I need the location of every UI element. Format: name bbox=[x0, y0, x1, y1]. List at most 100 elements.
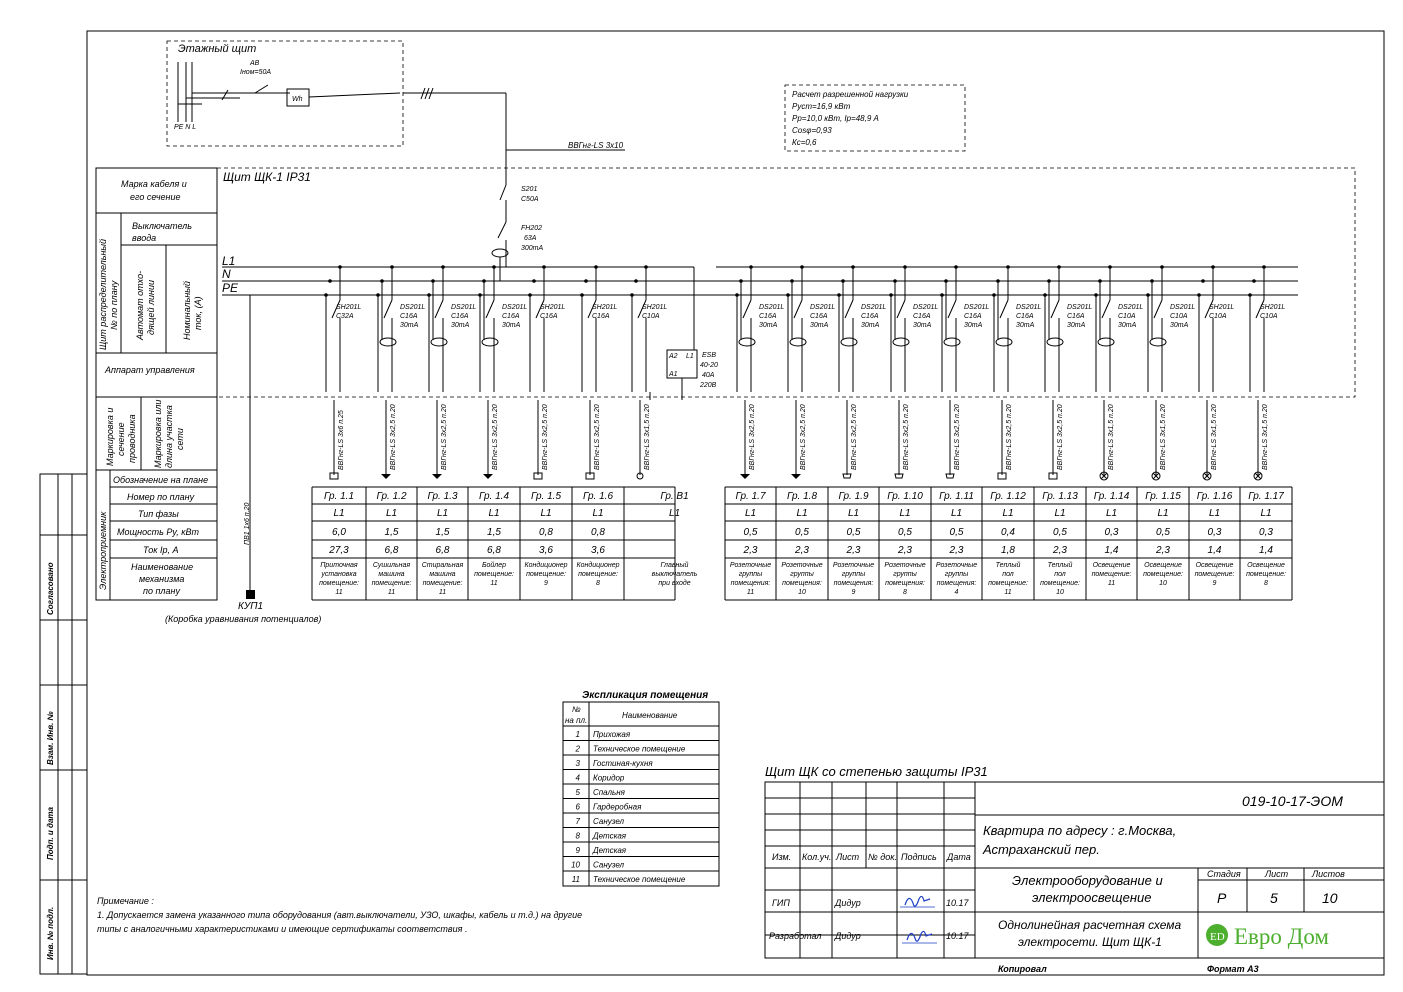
load-calculation-box: Расчет разрешенной нагрузки Руст=16,9 кВ… bbox=[784, 84, 966, 152]
legend-dist-2: № по плану bbox=[109, 280, 119, 330]
device-label: C16A bbox=[861, 313, 879, 320]
device-label: C16A bbox=[913, 313, 931, 320]
cell-value: 0,5 bbox=[795, 527, 809, 538]
legend-outgoing-1: Автомат отхо- bbox=[135, 271, 145, 341]
rcd-icon bbox=[379, 337, 397, 347]
legend-rated-2: ток, (А) bbox=[193, 296, 203, 330]
breaker-label: АВ bbox=[249, 60, 260, 67]
device-label: DS201L bbox=[810, 304, 835, 311]
load-calc-design: Рр=10,0 кВт, Iр=48,9 А bbox=[792, 114, 879, 123]
logo-mark: ED bbox=[1210, 931, 1225, 943]
stamp-dev-name: Дидур bbox=[834, 931, 861, 941]
cell-value: L1 bbox=[333, 508, 344, 519]
consumer-name: помещение: bbox=[474, 571, 514, 578]
title-block: Щит ЩК со степенью защиты IP31 Изм. Кол.… bbox=[764, 764, 1385, 974]
consumer-name: помещения: bbox=[782, 580, 822, 587]
kup-note: (Коробка уравнивания потенциалов) bbox=[165, 614, 321, 624]
bus-tap-n bbox=[532, 279, 536, 283]
consumer-name: помещение: bbox=[372, 580, 412, 587]
device-label: C32A bbox=[336, 313, 354, 320]
legend-length-3: сети bbox=[175, 428, 185, 450]
device-label: C10A bbox=[1209, 313, 1227, 320]
room-name: Санузел bbox=[593, 817, 625, 826]
cell-value: Гр. 1.13 bbox=[1042, 491, 1078, 502]
consumer-name: установка bbox=[320, 571, 356, 578]
panel-shk1: Щит ЩК-1 IP31 L1 N PE S201 C50A FH202 63… bbox=[216, 167, 1356, 400]
consumer-name: группы bbox=[893, 571, 917, 578]
consumer-name: Розеточные bbox=[936, 562, 977, 569]
equipment-icon bbox=[533, 472, 543, 480]
stamp-caption: Щит ЩК со степенью защиты IP31 bbox=[765, 764, 988, 779]
rcd-icon bbox=[1046, 337, 1064, 347]
rooms-header-num-2: на пл. bbox=[565, 716, 587, 725]
consumer-name: Освещение bbox=[1247, 562, 1285, 569]
device-label: 30mA bbox=[451, 322, 470, 329]
consumer-name: 10 bbox=[1159, 580, 1167, 587]
device-label: DS201L bbox=[400, 304, 425, 311]
side-stamp-inventory: Инв. № подл. bbox=[46, 907, 55, 960]
device-label: 30mA bbox=[964, 322, 983, 329]
meter-icon bbox=[286, 88, 310, 107]
cable-label: ВВГнг-LS 3х1,5 п.20 bbox=[644, 404, 651, 470]
cell-value: Гр. 1.7 bbox=[735, 491, 765, 502]
equipment-icon bbox=[1048, 472, 1058, 480]
cell-value: L1 bbox=[1106, 508, 1117, 519]
consumer-name: помещение: bbox=[1246, 571, 1286, 578]
device-label: C16A bbox=[964, 313, 982, 320]
cell-value: 1,4 bbox=[1208, 545, 1222, 556]
lamp-icon bbox=[1253, 471, 1263, 481]
notes-line-1: 1. Допускается замена указанного типа об… bbox=[97, 910, 582, 920]
device-label: DS201L bbox=[759, 304, 784, 311]
stamp-sheets: 10 bbox=[1322, 890, 1338, 906]
stamp-dev-date: 10.17 bbox=[946, 931, 970, 941]
cell-value: L1 bbox=[1054, 508, 1065, 519]
cell-value: 0,5 bbox=[1053, 527, 1067, 538]
device-label: DS201L bbox=[502, 304, 527, 311]
cell-value: 2,3 bbox=[949, 545, 964, 556]
cell-value: 0,5 bbox=[744, 527, 758, 538]
rcd-icon bbox=[430, 337, 448, 347]
side-stamp: Согласовано Взам. Инв. № Подп. и дата Ин… bbox=[39, 473, 88, 975]
rcd-icon bbox=[892, 337, 910, 347]
consumer-name: помещение: bbox=[1040, 580, 1080, 587]
device-label: 30mA bbox=[1067, 322, 1086, 329]
stamp-col-doc: № док. bbox=[868, 852, 897, 862]
stamp-object-1: Квартира по адресу : г.Москва, bbox=[983, 823, 1176, 838]
device-label: 30mA bbox=[400, 322, 419, 329]
cable-label: ВВГнг-LS 3х2,5 п.20 bbox=[954, 404, 961, 470]
room-name: Санузел bbox=[593, 861, 625, 870]
cell-value: Гр. 1.6 bbox=[583, 491, 613, 502]
load-calc-title: Расчет разрешенной нагрузки bbox=[792, 90, 909, 99]
consumer-name: Освещение bbox=[1196, 562, 1234, 569]
cell-value: L1 bbox=[488, 508, 499, 519]
consumer-name: группы bbox=[790, 571, 814, 578]
cell-value: 1,5 bbox=[385, 527, 399, 538]
notes: Примечание : 1. Допускается замена указа… bbox=[97, 896, 582, 934]
rooms-header-name: Наименование bbox=[622, 711, 678, 720]
bus-tap-n bbox=[1252, 279, 1256, 283]
stamp-col-sheet: Лист bbox=[835, 852, 860, 862]
device-label: C16A bbox=[1067, 313, 1085, 320]
cell-value: 1,4 bbox=[1259, 545, 1273, 556]
consumer-name: Теплый bbox=[996, 561, 1021, 569]
rcd-icon bbox=[738, 337, 756, 347]
kup-box-icon bbox=[246, 590, 255, 599]
cell-value: L1 bbox=[951, 508, 962, 519]
consumer-name: 9 bbox=[1213, 580, 1217, 587]
cell-value: Гр. 1.17 bbox=[1248, 491, 1284, 502]
consumer-table bbox=[311, 486, 1293, 601]
cell-value: 3,6 bbox=[591, 545, 605, 556]
legend-outgoing-2: дящей линии bbox=[146, 280, 156, 335]
cell-value: Гр. 1.14 bbox=[1094, 491, 1130, 502]
consumer-name: помещения: bbox=[834, 580, 874, 587]
cell-value: L1 bbox=[1260, 508, 1271, 519]
cell-value: L1 bbox=[1002, 508, 1013, 519]
stamp-code: 019-10-17-ЭОМ bbox=[1242, 793, 1343, 809]
legend-length-1: Маркировка или bbox=[153, 400, 163, 468]
pe-cable-label: ПВ1 1х6 п.20 bbox=[244, 503, 251, 546]
outlet-icon bbox=[894, 473, 904, 479]
